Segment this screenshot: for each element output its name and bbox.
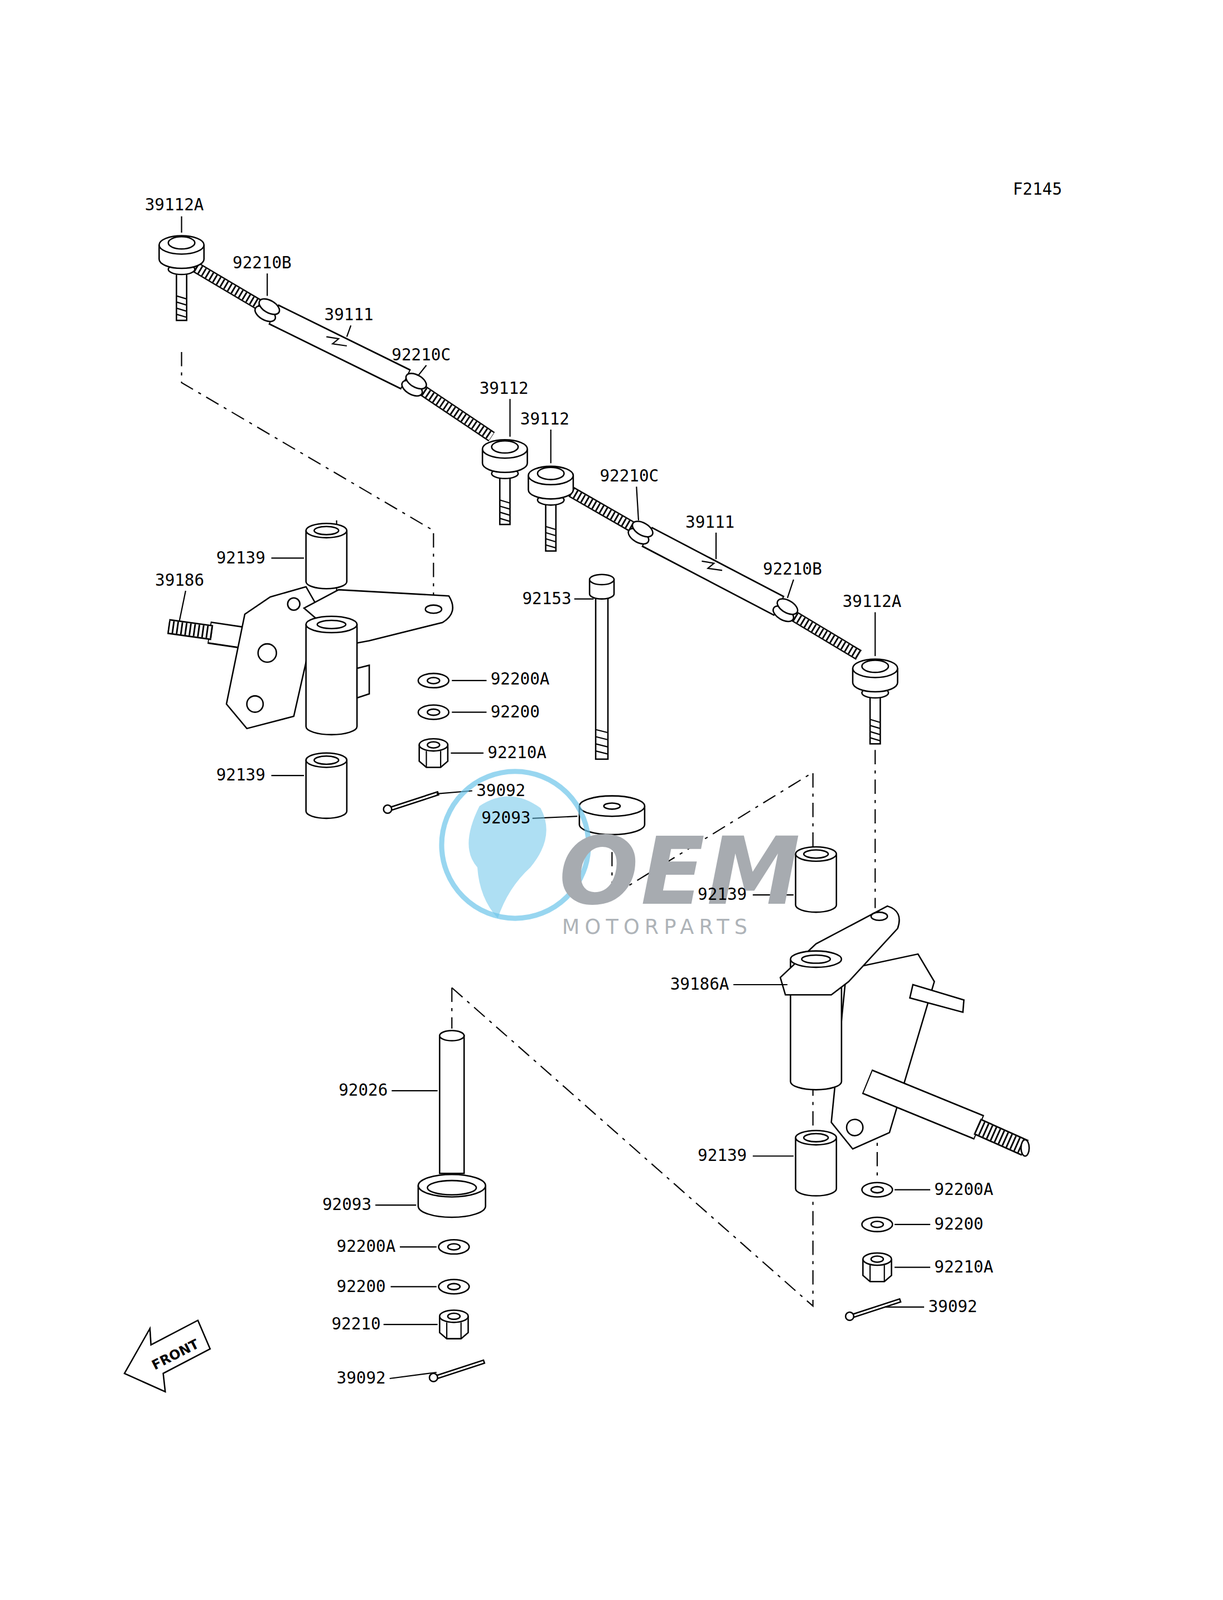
- callout-number: 92210B: [232, 254, 292, 272]
- callout-number: 39111: [685, 514, 735, 531]
- callout-number: 92210A: [934, 1258, 994, 1275]
- callout-number: 39112A: [842, 593, 902, 610]
- callout-number: 39092: [336, 1369, 386, 1386]
- callout-number: 39186A: [670, 975, 730, 993]
- callout-number: 92139: [216, 549, 266, 567]
- drawing-code: F2145: [1012, 181, 1062, 198]
- callout-number: 92200A: [490, 670, 550, 688]
- watermark-text: MOTORPARTS: [562, 915, 753, 937]
- callout-number: 39111: [324, 307, 374, 324]
- callout-number: 92200: [490, 703, 540, 720]
- callout-number: 92200: [336, 1278, 386, 1295]
- callout-number: 92093: [322, 1196, 372, 1213]
- callout-number: 92200A: [336, 1238, 396, 1255]
- callout-number: 92210C: [391, 346, 451, 364]
- callout-number: 39112A: [144, 196, 205, 214]
- callout-number: 92026: [338, 1082, 388, 1099]
- callout-number: 39186: [155, 572, 205, 589]
- callout-number: 39112: [520, 411, 570, 428]
- callout-number: 92139: [216, 766, 266, 783]
- callout-number: 92210A: [487, 744, 547, 761]
- callout-number: 92093: [481, 809, 531, 826]
- callout-number: 92200: [934, 1215, 984, 1232]
- callout-number: 92153: [521, 590, 572, 607]
- callout-number: 92200A: [934, 1181, 994, 1198]
- callout-number: 39112: [479, 380, 529, 397]
- callout-number: 92139: [697, 886, 747, 903]
- watermark-logo: OEM: [558, 825, 802, 920]
- callout-number: 92139: [697, 1147, 747, 1164]
- callout-number: 92210C: [599, 468, 659, 485]
- callout-number: 39092: [476, 782, 526, 799]
- callout-number: 92210B: [762, 561, 823, 578]
- callout-number: 92210: [331, 1315, 381, 1332]
- callout-number: 39092: [927, 1298, 978, 1315]
- direction-label: FRONT: [149, 1336, 201, 1371]
